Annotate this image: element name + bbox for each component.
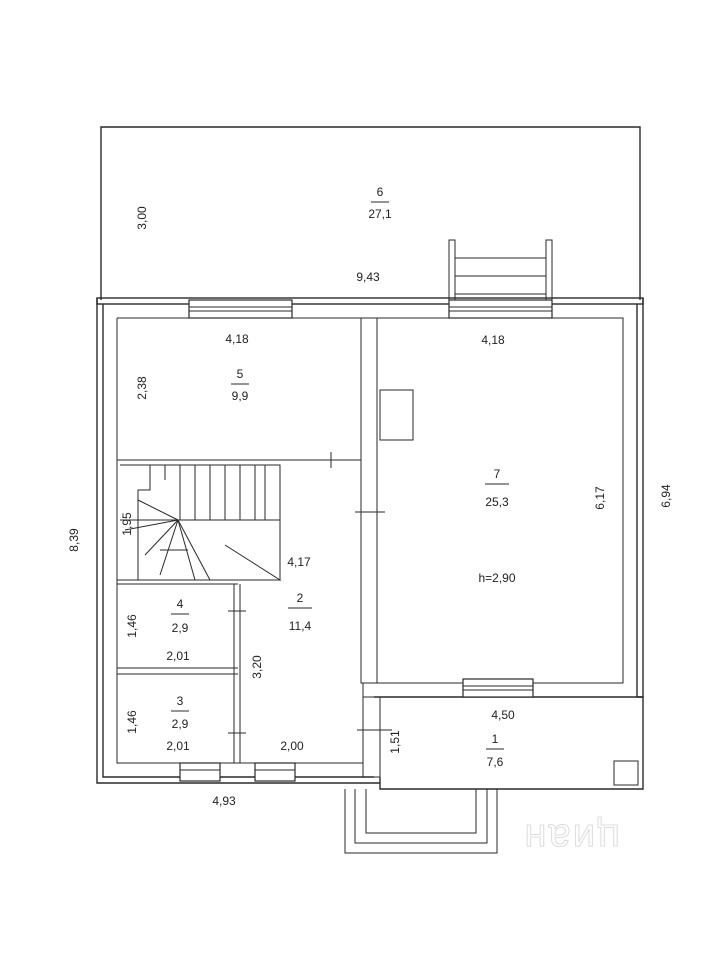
room-7-area: 25,3 bbox=[485, 495, 509, 509]
room-7-label: 7 25,3 h=2,90 bbox=[478, 467, 515, 585]
room-6-label: 6 27,1 bbox=[368, 185, 392, 221]
dim-house-depth-right: 6,94 bbox=[659, 484, 673, 508]
room-6-number: 6 bbox=[377, 185, 384, 199]
room-7-number: 7 bbox=[494, 467, 501, 481]
dim-porch-width: 4,50 bbox=[491, 708, 515, 722]
dim-room5-width: 4,18 bbox=[225, 332, 249, 346]
dimension-labels: 3,00 9,43 4,18 2,38 4,18 6,17 6,94 8,39 … bbox=[67, 206, 673, 808]
dim-hall-width: 2,00 bbox=[280, 739, 304, 753]
dim-terrace-depth: 3,00 bbox=[135, 206, 149, 230]
dim-house-depth-left: 8,39 bbox=[67, 528, 81, 552]
terrace-area bbox=[100, 126, 641, 300]
entrance-steps bbox=[344, 789, 498, 854]
room-5-area: 9,9 bbox=[232, 389, 249, 403]
outer-walls bbox=[96, 297, 644, 790]
ceiling-height: h=2,90 bbox=[478, 571, 515, 585]
staircase bbox=[120, 464, 282, 581]
dim-hall-length: 4,17 bbox=[287, 555, 311, 569]
dim-house-width: 4,93 bbox=[212, 794, 236, 808]
room-2-number: 2 bbox=[297, 591, 304, 605]
room-1-number: 1 bbox=[492, 732, 499, 746]
dim-room4-depth: 1,46 bbox=[125, 614, 139, 638]
windows bbox=[179, 299, 553, 782]
dim-room3-depth: 1,46 bbox=[125, 710, 139, 734]
dim-room5-depth: 2,38 bbox=[135, 376, 149, 400]
room-1-label: 1 7,6 bbox=[486, 732, 504, 769]
room-5-number: 5 bbox=[237, 367, 244, 381]
dim-terrace-width: 9,43 bbox=[356, 270, 380, 284]
dim-room7-depth: 6,17 bbox=[593, 486, 607, 510]
room-6-area: 27,1 bbox=[368, 207, 392, 221]
dim-room4-width: 2,01 bbox=[166, 649, 190, 663]
dim-room7-width: 4,18 bbox=[481, 333, 505, 347]
room-3-area: 2,9 bbox=[172, 717, 189, 731]
dim-porch-depth: 1,51 bbox=[388, 730, 402, 754]
terrace-steps bbox=[448, 239, 553, 300]
room-2-label: 2 11,4 bbox=[288, 591, 312, 633]
watermark: циан bbox=[522, 816, 620, 860]
room-2-area: 11,4 bbox=[289, 619, 312, 633]
dim-room3-width: 2,01 bbox=[166, 739, 190, 753]
room-4-area: 2,9 bbox=[172, 621, 189, 635]
room-5-label: 5 9,9 bbox=[231, 367, 249, 403]
dim-hall-depth: 3,20 bbox=[250, 655, 264, 679]
partitions bbox=[117, 389, 414, 763]
room-4-number: 4 bbox=[177, 597, 184, 611]
dim-stair-width: 1,95 bbox=[120, 512, 134, 536]
room-3-label: 3 2,9 bbox=[171, 694, 189, 731]
room-3-number: 3 bbox=[177, 694, 184, 708]
room-4-label: 4 2,9 bbox=[171, 597, 189, 635]
room-1-area: 7,6 bbox=[487, 755, 504, 769]
